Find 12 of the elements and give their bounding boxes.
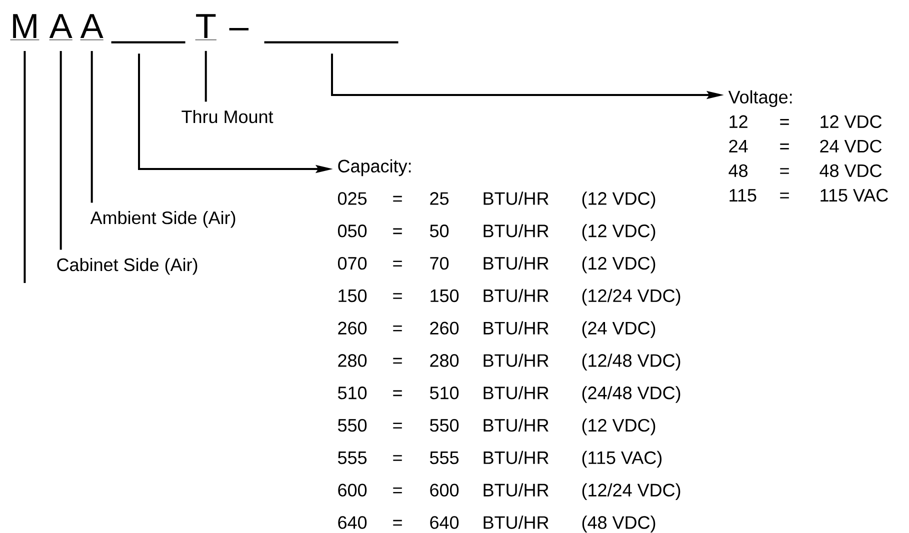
separator-dash: – [229,28,249,30]
code-table: Voltage: 12 = 12 VDC 24 = 24 VDC 48 = 48 VDC 115 = 115 VAC [728,90,888,202]
code-letter: M [10,14,40,40]
blank-line [264,41,398,44]
code-letter: A [49,14,73,40]
blank-line [111,41,186,44]
code-table: Capacity: 025 = 25 BTU/HR (12 VDC) 050 = 50 BTU/HR (12 VDC) 070 = 70 BTU/HR (12 VDC) 150 = 150 BTU/HR (12/24 VDC) 260 = 260 BTU/HR (24 VDC) 280 = 280 BTU/HR (12/48 VDC) 510 = 510 BTU/HR (24/48 VDC) 550 = 550 BTU/HR (12 VDC) 555 = 555 BTU/HR (115 VAC) 600 = 600 BTU/HR (12/24 VDC) 640 = 640 BTU/HR (48 VDC) [338,159,680,532]
leader-label: Thru Mount [182,110,274,124]
leader-label: Ambient Side (Air) [90,210,236,228]
code-letter: A [80,14,104,40]
code-letter: T [195,14,217,40]
leader-label: Cabinet Side (Air) [57,258,198,275]
